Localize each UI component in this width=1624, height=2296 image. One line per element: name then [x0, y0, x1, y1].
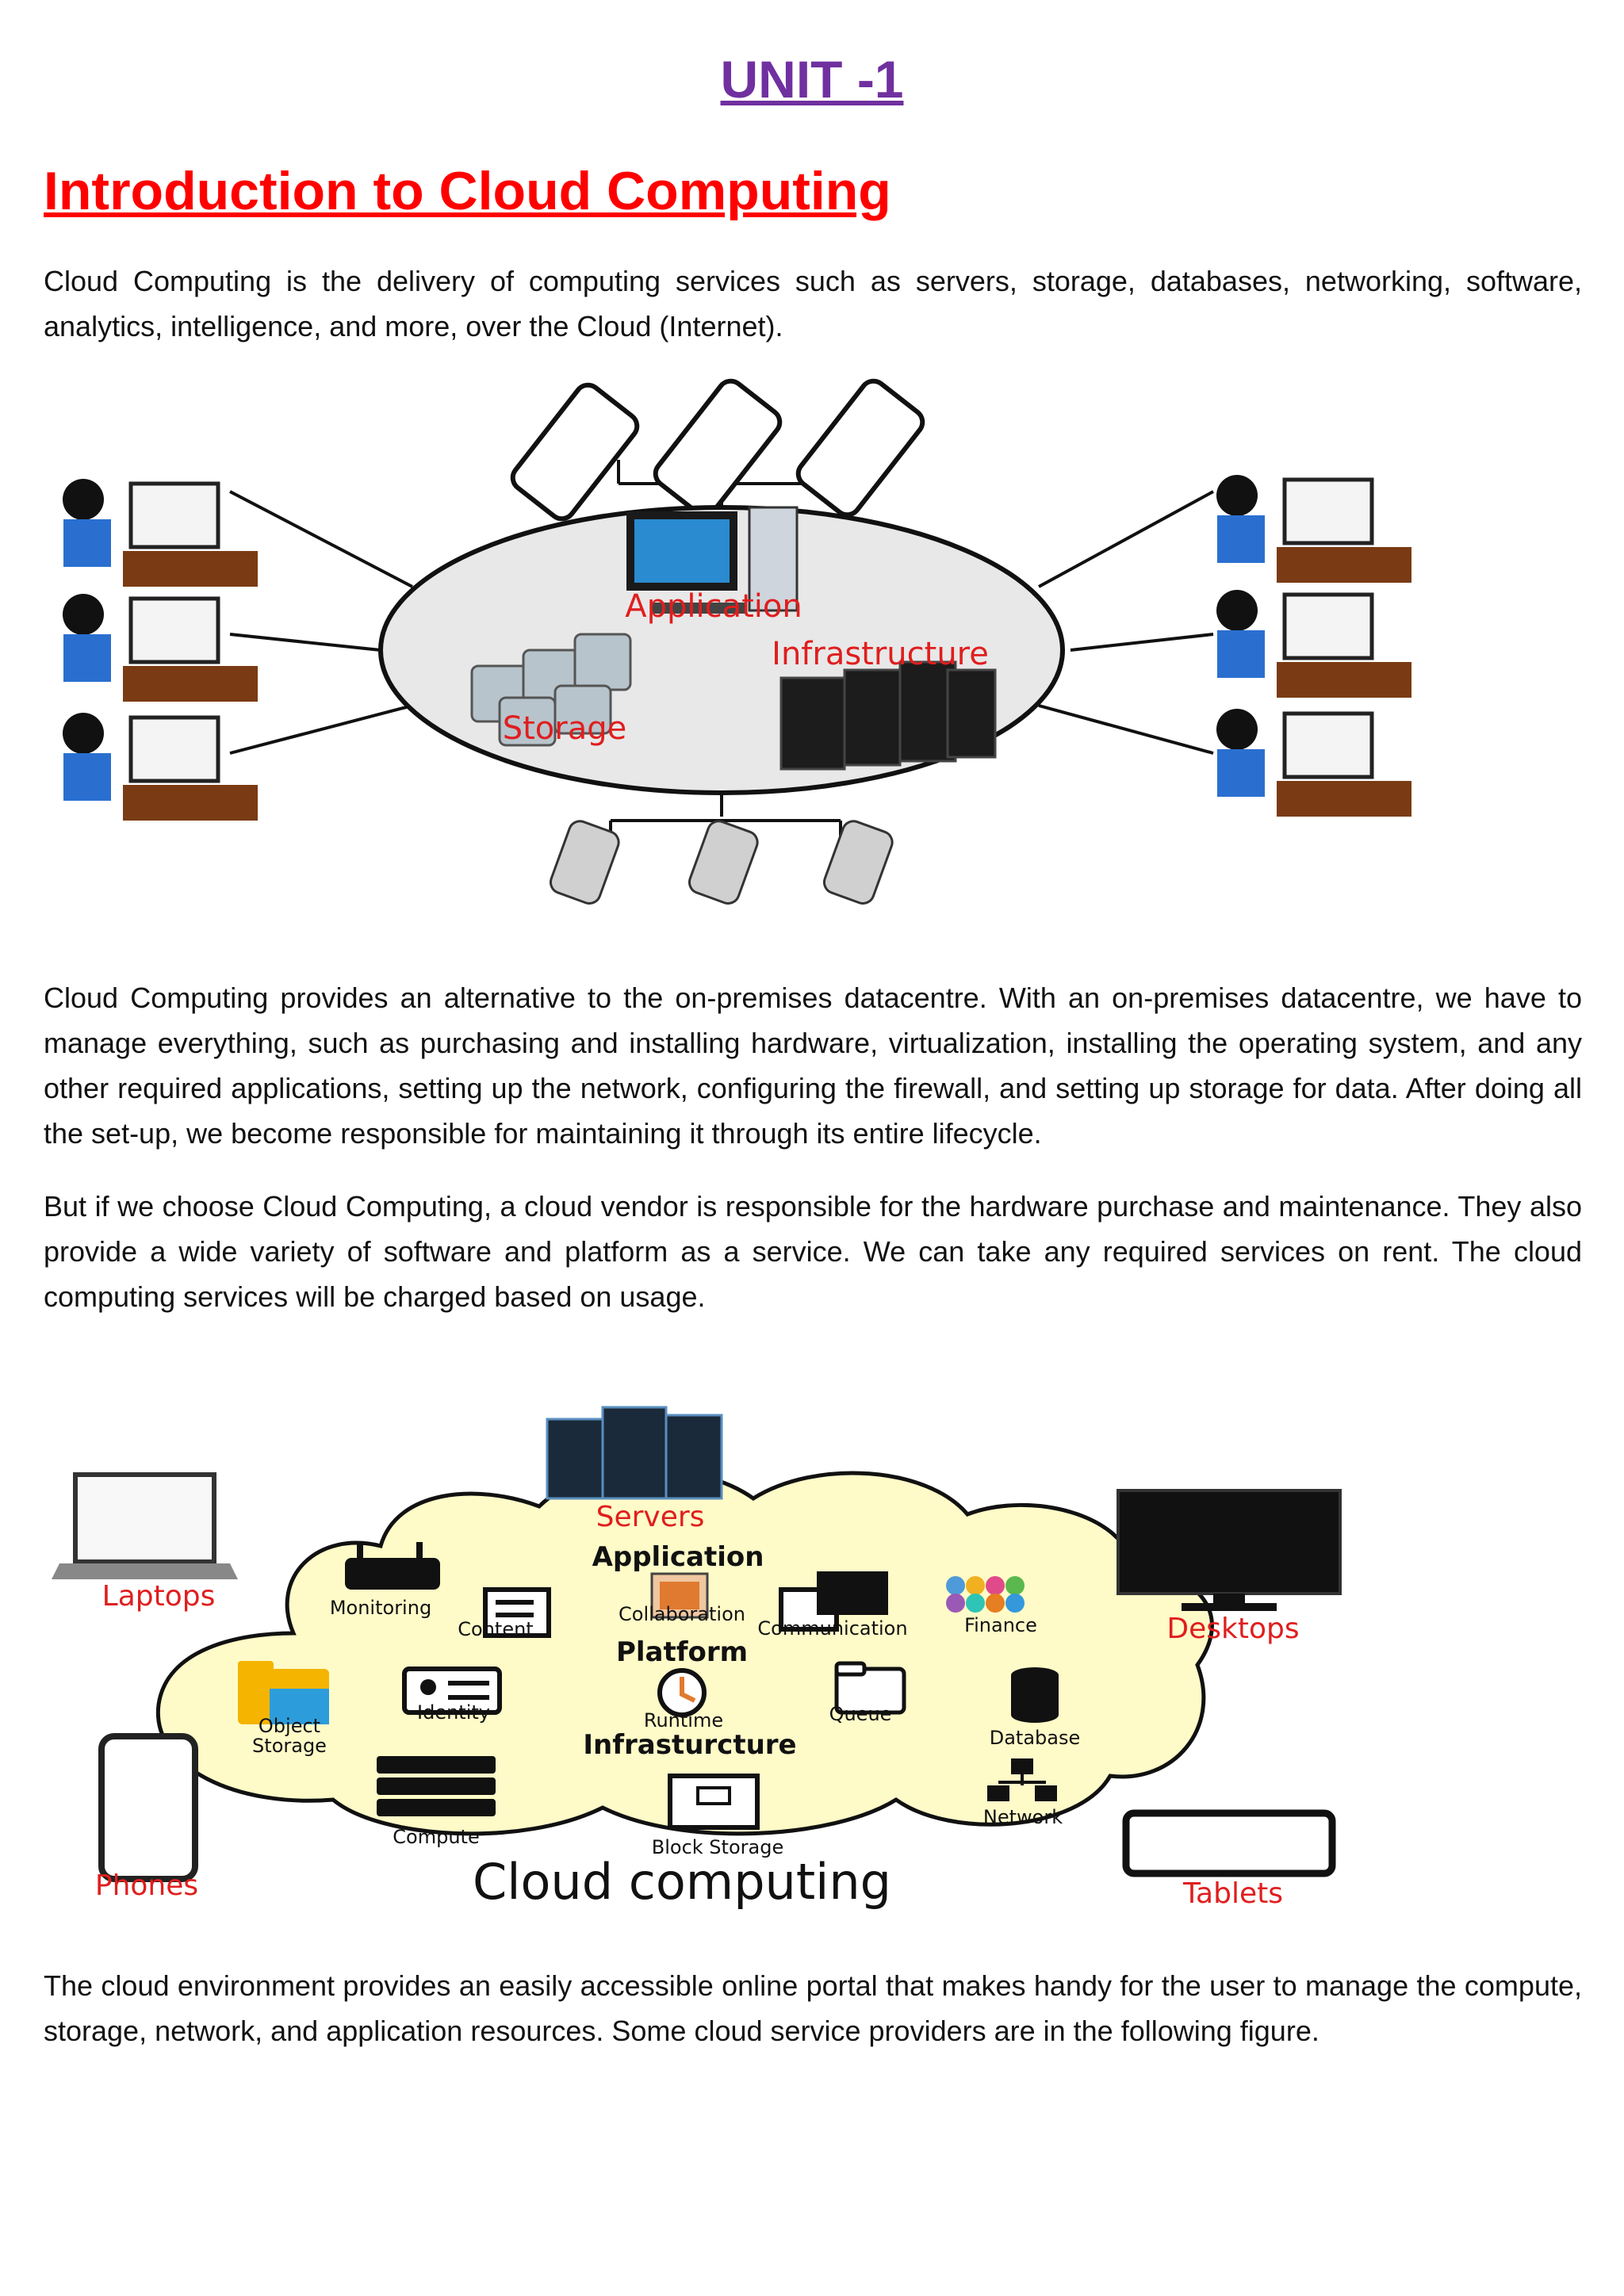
content-label: Content — [458, 1618, 533, 1640]
network-label: Network — [983, 1806, 1063, 1828]
identity-icon — [402, 1667, 502, 1715]
block-storage-icon — [668, 1774, 760, 1830]
paragraph-cloud-vendor: But if we choose Cloud Computing, a clou… — [44, 1190, 1582, 1313]
fig1-storage-label: Storage — [503, 710, 627, 747]
monitoring-icon — [345, 1542, 440, 1590]
object-storage-label-2: Storage — [252, 1735, 327, 1757]
servers-icon — [546, 1406, 723, 1500]
paragraph-on-premises: Cloud Computing provides an alternative … — [44, 982, 1582, 1150]
user-desk-icons-left — [63, 479, 258, 821]
block-storage-label: Block Storage — [652, 1836, 783, 1858]
database-icon — [1011, 1667, 1059, 1723]
figure-cloud-overview: Application Storage Infrastructure — [63, 378, 1411, 905]
feature-phone-icons — [549, 820, 894, 905]
runtime-label: Runtime — [644, 1709, 723, 1732]
communication-icon — [779, 1571, 888, 1632]
monitoring-label: Monitoring — [330, 1597, 431, 1619]
content-icon — [483, 1587, 551, 1638]
tablets-label: Tablets — [1182, 1877, 1283, 1910]
queue-icon — [834, 1661, 906, 1715]
smartphone-icons — [510, 378, 925, 522]
infrastructure-heading: Infrasturcture — [583, 1729, 796, 1761]
paragraph-portal: The cloud environment provides an easily… — [44, 1969, 1582, 2047]
paragraph-intro: Cloud Computing is the delivery of compu… — [44, 265, 1582, 342]
platform-heading: Platform — [616, 1636, 748, 1668]
servers-label: Servers — [596, 1501, 705, 1533]
phone-icon — [98, 1733, 198, 1882]
finance-icon — [946, 1576, 1025, 1613]
tablet-icon — [1122, 1809, 1336, 1877]
finance-label: Finance — [964, 1614, 1037, 1636]
collaboration-label: Collaboration — [619, 1603, 745, 1625]
desktop-icon — [1116, 1489, 1342, 1611]
fig1-infrastructure-label: Infrastructure — [772, 636, 989, 672]
compute-label: Compute — [393, 1826, 479, 1848]
laptop-icon — [52, 1472, 238, 1579]
identity-label: Identity — [417, 1701, 490, 1724]
communication-label: Communication — [757, 1617, 907, 1640]
runtime-icon — [657, 1668, 707, 1717]
compute-icon — [377, 1756, 496, 1816]
object-storage-label-1: Object — [259, 1715, 320, 1737]
application-heading: Application — [592, 1541, 764, 1573]
connector-lines — [229, 460, 1214, 836]
desktops-label: Desktops — [1166, 1613, 1299, 1645]
cloud-computing-caption: Cloud computing — [473, 1853, 891, 1911]
laptops-label: Laptops — [102, 1580, 216, 1613]
queue-label: Queue — [829, 1703, 892, 1725]
storage-icon — [470, 633, 632, 747]
page-title: Introduction to Cloud Computing — [44, 161, 891, 221]
network-icon — [987, 1758, 1057, 1801]
desktop-pc-icon — [626, 506, 799, 614]
fig1-application-label: Application — [625, 588, 802, 625]
folder-icon — [238, 1661, 329, 1724]
unit-heading: UNIT -1 — [720, 50, 904, 109]
phones-label: Phones — [95, 1869, 198, 1902]
server-rack-icon — [779, 660, 997, 771]
figure-cloud-services: Servers Laptops Desktops Phones Tablets … — [52, 1406, 1342, 1911]
user-desk-icons-right — [1216, 475, 1411, 817]
collaboration-icon — [650, 1572, 709, 1619]
database-label: Database — [990, 1727, 1081, 1749]
